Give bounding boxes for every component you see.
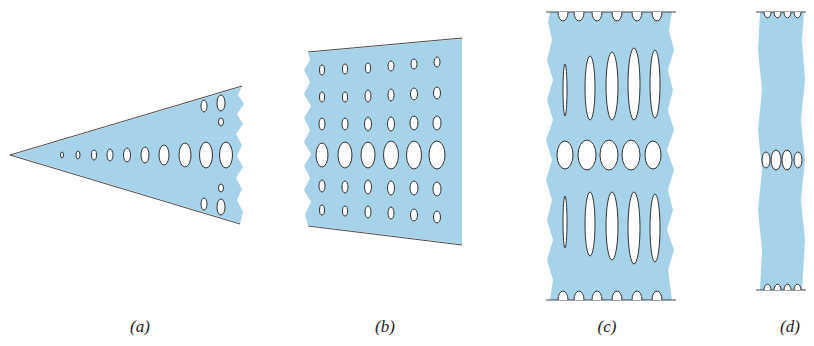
- coalescence-specimen: [546, 12, 674, 300]
- wedge-specimen: [10, 86, 244, 224]
- panel-label: (d): [780, 317, 800, 337]
- panel-label: (a): [130, 317, 150, 337]
- necking-specimen: [304, 38, 462, 245]
- panel-label: (b): [375, 317, 395, 337]
- final-specimen: [758, 12, 805, 290]
- panel-label: (c): [598, 317, 617, 337]
